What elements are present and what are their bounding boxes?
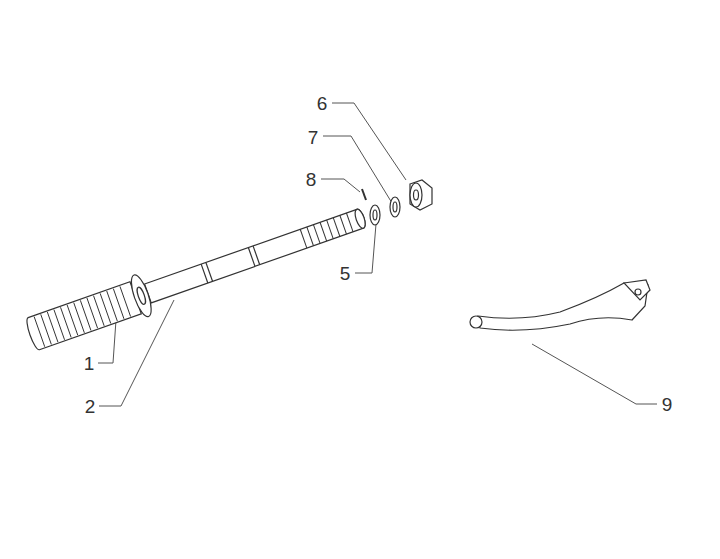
washer-inner	[373, 210, 377, 220]
nut-face	[410, 183, 422, 207]
lever-arm	[478, 283, 648, 330]
brake-lever	[470, 280, 650, 330]
leader-lines	[98, 103, 657, 406]
knurl-line	[327, 220, 334, 239]
nut	[410, 180, 432, 210]
tube-ring	[253, 246, 260, 265]
washer-outer	[370, 205, 380, 225]
grip-flange	[127, 273, 155, 319]
washer	[370, 205, 380, 225]
leader-line	[532, 344, 657, 404]
grip	[24, 282, 141, 351]
callout-number: 1	[82, 353, 97, 374]
callout-number: 7	[306, 127, 321, 148]
leader-line	[332, 103, 406, 180]
lever-pivot	[624, 280, 650, 300]
grip-ribs	[34, 286, 130, 346]
knurl	[300, 213, 353, 248]
handle-tube	[145, 208, 368, 303]
grip-bore	[135, 286, 147, 305]
callout-number: 8	[304, 169, 319, 190]
knurl-line	[300, 229, 307, 248]
lever-ball	[470, 316, 482, 328]
pin	[362, 189, 366, 200]
tube-ring	[201, 264, 208, 283]
nut-body	[410, 180, 432, 210]
callout-number: 5	[338, 263, 353, 284]
knurl-line	[307, 227, 314, 246]
knurl-line	[333, 218, 340, 237]
tube-ring	[206, 262, 213, 281]
nut-bore	[414, 190, 419, 200]
knurl-line	[320, 222, 327, 241]
callout-number: 6	[315, 93, 330, 114]
callout-number: 9	[660, 394, 675, 415]
leader-line	[323, 136, 392, 203]
pivot-hole	[635, 289, 641, 295]
callout-number: 2	[83, 396, 98, 417]
knurl-line	[346, 213, 353, 232]
leader-line	[355, 224, 376, 273]
knurl-line	[340, 215, 347, 234]
washer	[390, 197, 400, 217]
knurl-line	[313, 225, 320, 244]
tube-ring	[248, 248, 255, 267]
rib	[120, 286, 131, 316]
leader-line	[321, 179, 360, 192]
throttle-assembly	[23, 197, 372, 356]
washer-inner	[393, 202, 397, 212]
washer-outer	[390, 197, 400, 217]
tube-end	[353, 208, 367, 230]
